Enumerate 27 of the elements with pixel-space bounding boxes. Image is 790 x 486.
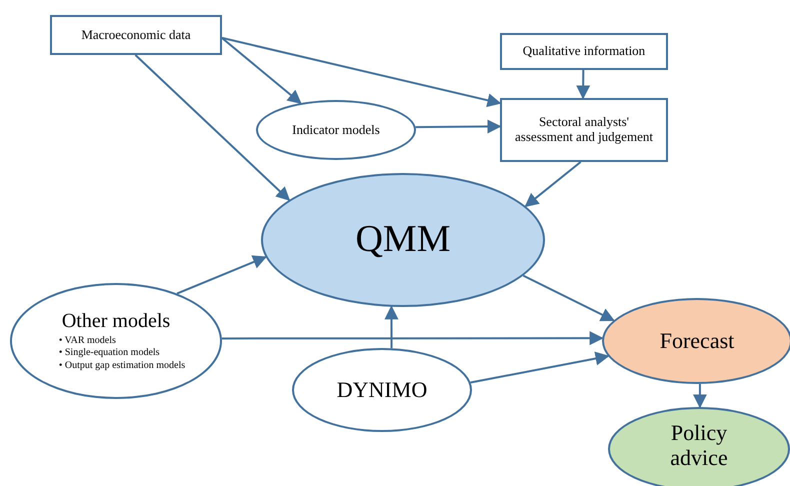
arrow — [692, 384, 707, 408]
arrow — [416, 120, 502, 134]
arrow — [176, 255, 267, 294]
arrow — [384, 305, 398, 348]
node-label: QMM — [355, 218, 451, 262]
node-label: Macroeconomic data — [81, 28, 191, 42]
arrow — [222, 36, 502, 108]
node-label: Forecast — [660, 328, 734, 354]
input-box — [500, 33, 668, 70]
arrow — [470, 352, 610, 384]
node-label: Sectoral analysts' assessment and judgement — [514, 115, 654, 145]
arrow — [522, 274, 615, 322]
bullet-item: • Output gap estimation models — [58, 360, 186, 372]
arrow — [222, 331, 604, 346]
bullet-item: • VAR models — [58, 334, 117, 348]
bullet-item: • Single-equation models — [58, 347, 161, 360]
arrow — [524, 161, 582, 208]
node-label: Indicator models — [292, 122, 380, 138]
node-label: Policy advice — [669, 420, 729, 470]
process-box — [500, 98, 668, 162]
arrow — [221, 37, 302, 104]
arrow — [576, 70, 590, 100]
input-box — [50, 15, 222, 55]
node-label: DYNIMO — [336, 377, 428, 403]
node-label: Other models — [62, 310, 170, 333]
node-label: Qualitative information — [522, 44, 646, 59]
arrow — [134, 54, 290, 201]
